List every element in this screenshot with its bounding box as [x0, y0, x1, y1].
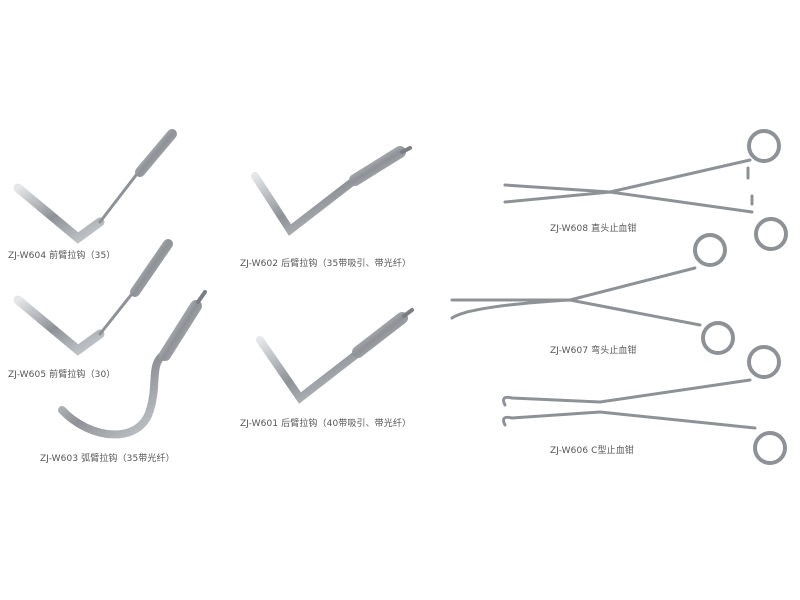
forceps-w608-image — [503, 129, 788, 251]
retractor-w601-image — [256, 308, 414, 404]
product-label-w602: ZJ-W602 后臂拉钩（35带吸引、带光纤） — [240, 259, 412, 269]
product-label-w606: ZJ-W606 C型止血钳 — [550, 446, 634, 456]
product-label-w604: ZJ-W604 前臂拉钩（35） — [8, 251, 116, 261]
retractor-w602-image — [251, 146, 412, 236]
retractor-w603-image — [58, 290, 207, 439]
retractor-w604-image — [13, 129, 177, 244]
forceps-w607-image — [450, 233, 735, 355]
product-label-w608: ZJ-W608 直头止血钳 — [550, 224, 637, 234]
retractor-w605-image — [13, 239, 173, 356]
product-label-w607: ZJ-W607 弯头止血钳 — [550, 346, 637, 356]
product-label-w605: ZJ-W605 前臂拉钩（30） — [8, 370, 116, 380]
product-label-w603: ZJ-W603 弧臂拉钩（35带光纤） — [40, 454, 175, 464]
forceps-w606-image — [502, 345, 787, 465]
product-label-w601: ZJ-W601 后臂拉钩（40带吸引、带光纤） — [240, 419, 412, 429]
